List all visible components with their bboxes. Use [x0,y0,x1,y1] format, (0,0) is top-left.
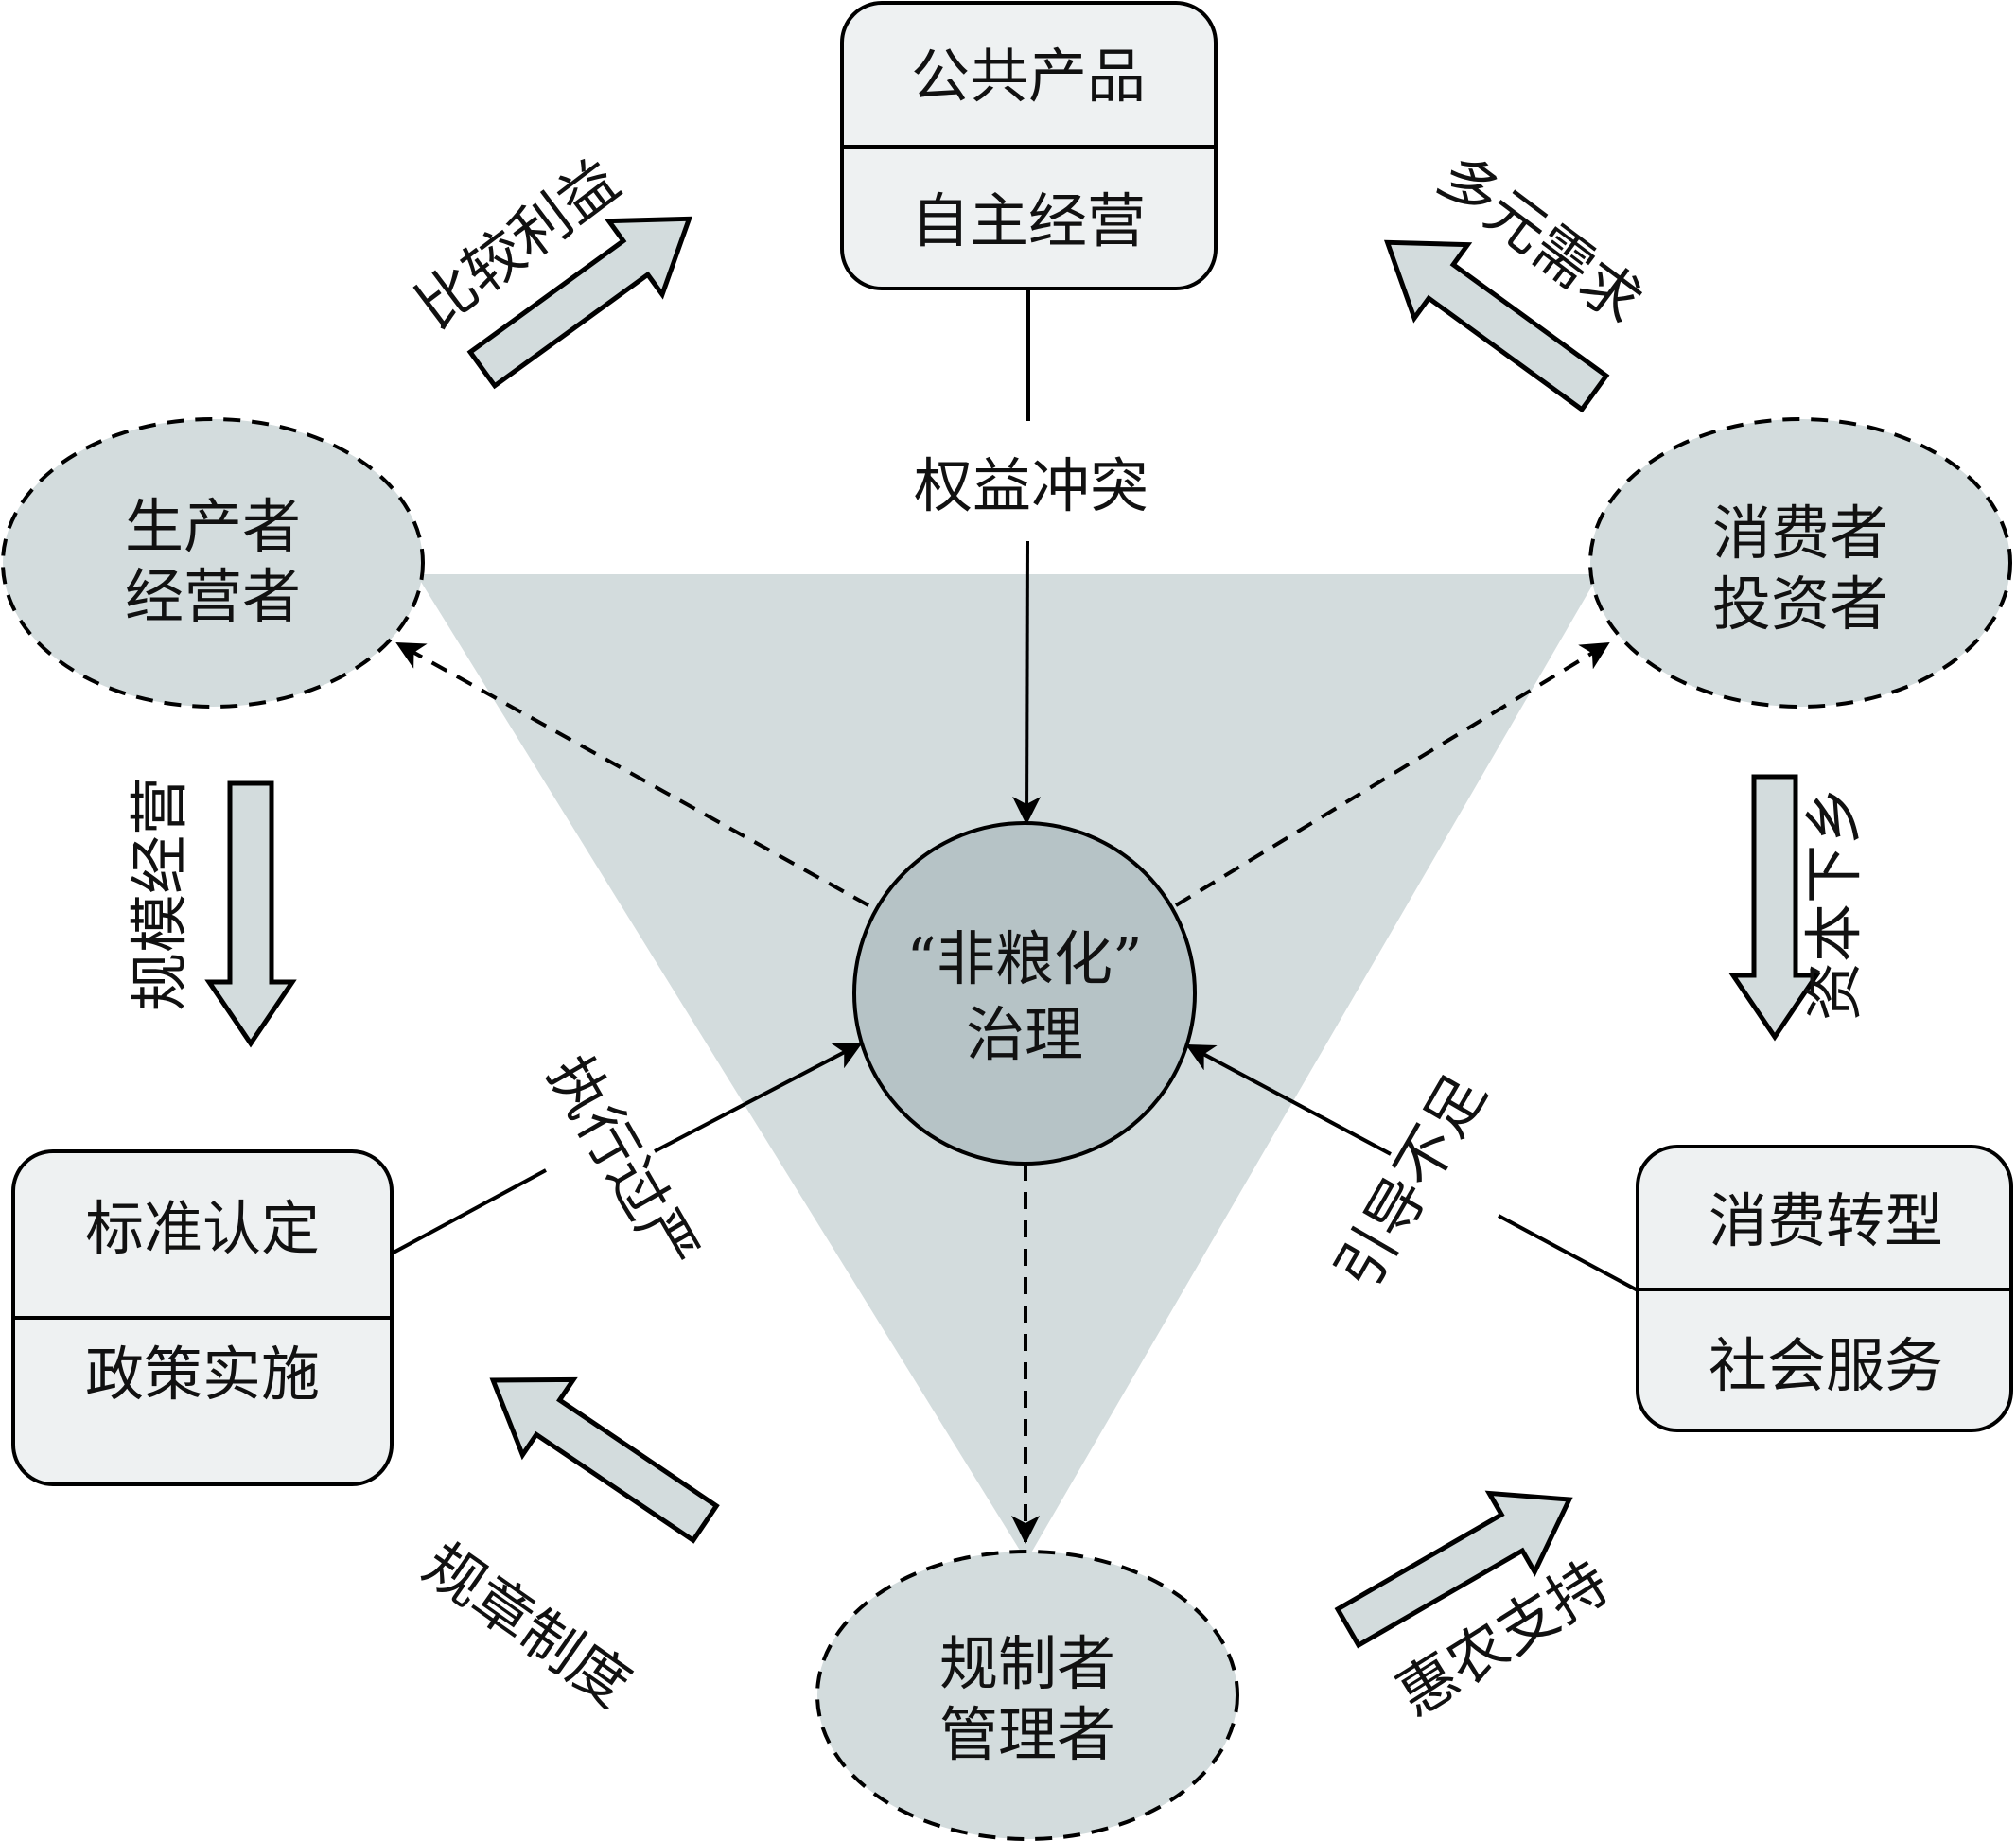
block-arrow-comparative-benefit: 比较利益 [403,146,693,390]
consumer-line2: 投资者 [1712,570,1888,639]
top-box: 公共产品 自主经营 [840,1,1218,290]
center-line2: 治理 [966,1000,1083,1069]
regulator-line2: 管理者 [939,1700,1115,1769]
regulator-node: 规制者 管理者 [815,1550,1239,1841]
block-arrow-agri-support: 惠农支持 [1334,1490,1621,1729]
right-box: 消费转型 社会服务 [1636,1145,2013,1432]
right-connector-line [1498,1214,1639,1292]
right-box-lower: 社会服务 [1709,1331,1943,1400]
left-connector-line [391,1168,547,1255]
left-box: 标准认定 政策实施 [11,1149,394,1486]
producer-node: 生产者 经营者 [1,417,425,709]
center-to-producer-arrow [395,641,869,907]
label-scale-operation: 规模经营 [125,777,194,1011]
producer-line2: 经营者 [125,562,301,631]
block-arrow-diverse-demand: 多元需求 [1383,141,1655,413]
label-rights-conflict: 权益冲突 [914,451,1148,520]
label-capital-to-countryside: 资本下乡 [1799,786,1868,1021]
top-connector-arrow [1012,540,1042,825]
center-node: “非粮化” 治理 [852,821,1197,1166]
left-connector-arrow [654,1042,863,1153]
right-connector-arrow [1185,1043,1392,1156]
regulator-line1: 规制者 [939,1629,1115,1698]
top-box-upper: 公共产品 [911,42,1146,111]
block-arrow-capital-to-countryside: 资本下乡 [1728,774,1868,1042]
label-overly-strict: 执行过严 [535,1044,711,1282]
label-regulations: 规章制度 [412,1529,643,1720]
block-arrow-scale-operation: 规模经营 [125,777,297,1048]
consumer-node: 消费者 投资者 [1588,417,2012,709]
label-insufficient-guidance: 引导不足 [1323,1063,1499,1301]
top-box-lower: 自主经营 [911,186,1146,255]
consumer-line1: 消费者 [1712,499,1888,568]
left-box-lower: 政策实施 [85,1340,320,1409]
right-box-upper: 消费转型 [1709,1186,1943,1255]
center-line1: “非粮化” [906,924,1142,993]
left-box-upper: 标准认定 [85,1194,320,1263]
producer-line1: 生产者 [125,492,301,561]
block-arrow-regulations: 规章制度 [412,1376,720,1720]
